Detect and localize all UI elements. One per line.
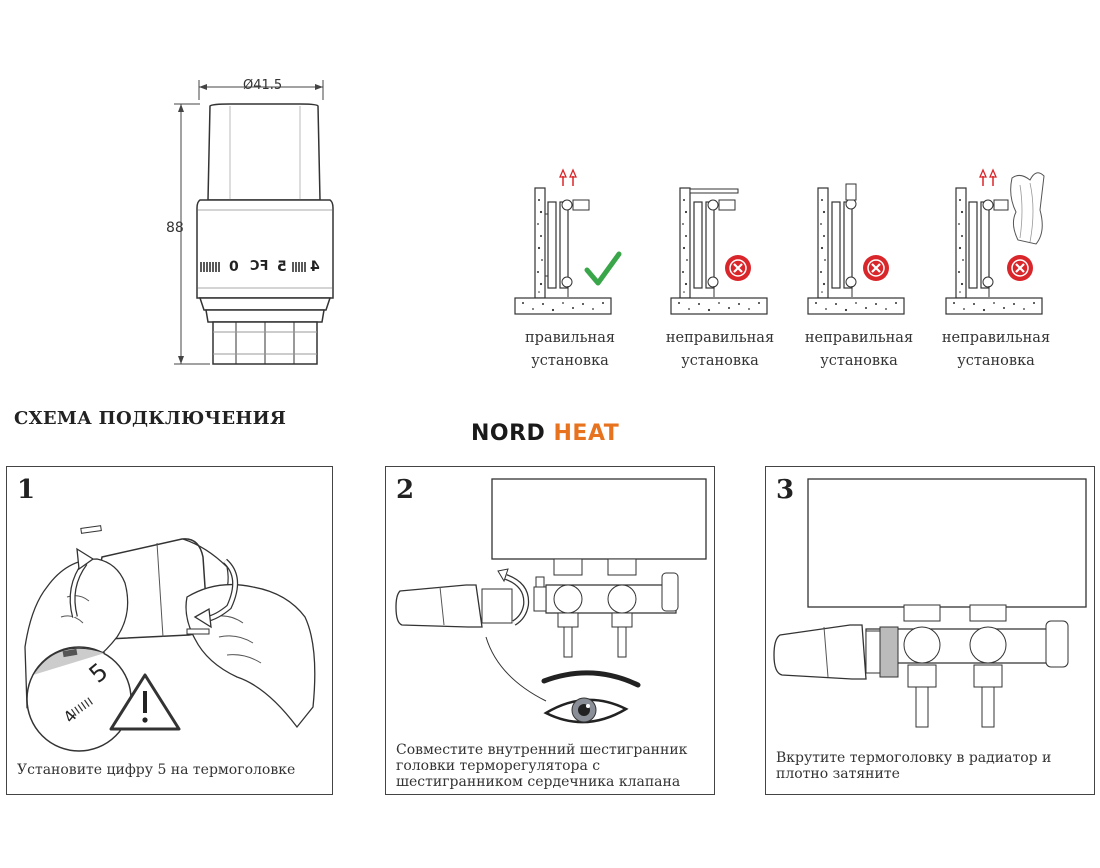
step-2-number: 2 bbox=[396, 475, 415, 505]
install-diagram-curtain bbox=[945, 168, 1045, 315]
install-label-4-line1: неправильная bbox=[941, 330, 1051, 346]
thermostat-head-drawing bbox=[174, 80, 334, 365]
step-1-illustration bbox=[24, 525, 316, 752]
step-3-panel: 3 Вкрутите термоголовку в радиатор и пло… bbox=[765, 466, 1095, 795]
install-label-3: неправильная установка bbox=[784, 327, 934, 373]
install-label-2-line1: неправильная bbox=[665, 330, 775, 346]
install-label-1-line1: правильная bbox=[525, 330, 615, 346]
install-label-1-line2: установка bbox=[531, 353, 609, 369]
install-label-3-line1: неправильная bbox=[804, 330, 914, 346]
step-3-text-line1: Вкрутите термоголовку в радиатор и bbox=[776, 750, 1052, 766]
diameter-label: Ø41.5 bbox=[243, 78, 283, 93]
step-2-text-line1: Совместите внутренний шестигранник bbox=[396, 742, 688, 758]
step-1-text: Установите цифру 5 на термоголовке bbox=[17, 762, 296, 778]
install-diagram-correct bbox=[514, 168, 622, 315]
install-diagram-vertical bbox=[807, 183, 905, 315]
step-1-number: 1 bbox=[17, 475, 36, 505]
install-label-1: правильная установка bbox=[495, 327, 645, 373]
install-label-4-line2: установка bbox=[957, 353, 1035, 369]
step-2-text: Совместите внутренний шестигранник голов… bbox=[396, 742, 687, 790]
install-label-2: неправильная установка bbox=[645, 327, 795, 373]
step-2-text-line2: головки терморегулятора с bbox=[396, 758, 601, 774]
install-label-3-line2: установка bbox=[820, 353, 898, 369]
step-2-illustration bbox=[395, 478, 707, 724]
step-3-text: Вкрутите термоголовку в радиатор и плотн… bbox=[776, 750, 1051, 782]
step-2-panel: 2 Совместите внутренний шестигранник bbox=[385, 466, 715, 795]
step-2-text-line3: шестигранником сердечника клапана bbox=[396, 774, 681, 790]
step-1-panel: 1 5 4 Установите цифру 5 bbox=[6, 466, 333, 795]
brand-part2: HEAT bbox=[553, 421, 620, 446]
brand-logo: NORD HEAT bbox=[471, 421, 619, 446]
installation-diagrams bbox=[514, 168, 1045, 315]
install-label-4: неправильная установка bbox=[921, 327, 1071, 373]
step-3-illustration bbox=[773, 478, 1087, 728]
step-3-text-line2: плотно затяните bbox=[776, 766, 900, 782]
step-3-number: 3 bbox=[776, 475, 795, 505]
install-diagram-shelf bbox=[670, 187, 768, 315]
height-label: 88 bbox=[166, 220, 184, 236]
brand-part1: NORD bbox=[471, 421, 546, 446]
section-title: СХЕМА ПОДКЛЮЧЕНИЯ bbox=[14, 408, 287, 429]
install-label-2-line2: установка bbox=[681, 353, 759, 369]
